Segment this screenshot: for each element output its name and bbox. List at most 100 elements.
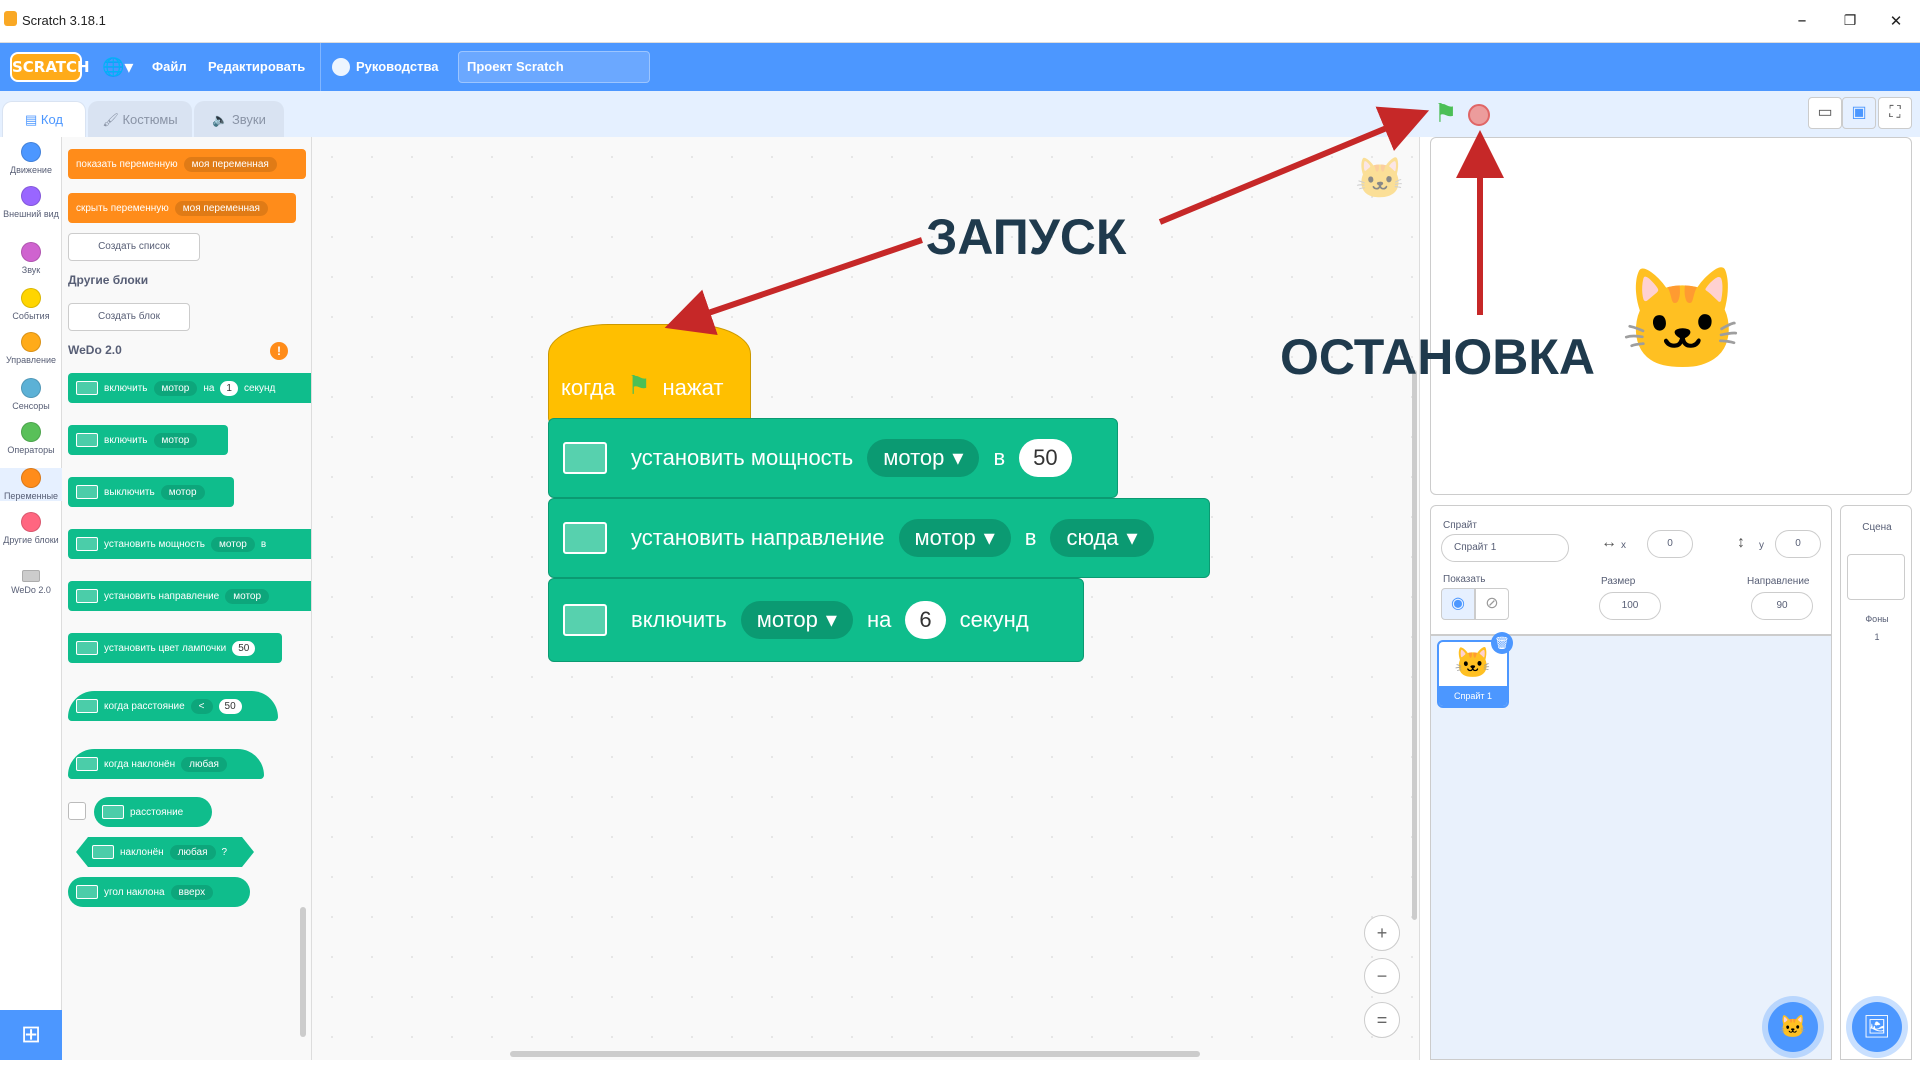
number-input[interactable]: 1 <box>220 380 238 396</box>
tab-code[interactable]: ▤ Код <box>2 101 86 137</box>
category-3[interactable]: Звук <box>0 242 62 275</box>
other-blocks-heading: Другие блоки <box>68 273 149 287</box>
project-title-input[interactable]: Проект Scratch <box>458 51 650 83</box>
category-label: WeDo 2.0 <box>11 585 51 595</box>
wedo-icon <box>76 885 98 899</box>
set-direction-block[interactable]: установить направление мотор▾ в сюда▾ <box>548 498 1210 578</box>
category-10[interactable]: WeDo 2.0 <box>0 570 62 595</box>
wedo-distance-reporter[interactable]: расстояние <box>94 797 212 827</box>
tilt-dropdown[interactable]: любая <box>181 756 227 772</box>
minimize-button[interactable]: – <box>1797 10 1807 31</box>
dropdown-value: сюда <box>1066 525 1119 550</box>
zoom-reset-button[interactable]: = <box>1364 1002 1400 1038</box>
make-list-button[interactable]: Создать список <box>68 233 200 261</box>
direction-input[interactable]: 90 <box>1751 592 1813 620</box>
language-globe-icon[interactable]: 🌐▾ <box>102 57 134 77</box>
tab-costumes[interactable]: 🖌 Костюмы <box>88 101 192 137</box>
x-input[interactable]: 0 <box>1647 530 1693 558</box>
delete-sprite-icon[interactable]: 🗑 <box>1491 632 1513 654</box>
hide-sprite-eye-icon[interactable]: ⊘ <box>1475 588 1509 620</box>
choose-sprite-button[interactable]: 🐱 <box>1768 1002 1818 1052</box>
scratch-cat-sprite[interactable]: 🐱 <box>1620 264 1745 376</box>
category-dot-icon <box>21 186 41 206</box>
block-text: на <box>203 382 215 394</box>
motor-dropdown[interactable]: мотор▾ <box>867 439 980 477</box>
motor-dropdown[interactable]: мотор <box>160 484 205 500</box>
category-1[interactable]: Движение <box>0 142 62 175</box>
tilt-dropdown[interactable]: любая <box>170 845 216 860</box>
wedo-when-distance-block[interactable]: когда расстояние<50 <box>68 691 278 721</box>
start-annotation: ЗАПУСК <box>926 209 1127 265</box>
fullscreen-button[interactable]: ⛶ <box>1878 97 1912 129</box>
variable-dropdown[interactable]: моя переменная <box>174 200 268 216</box>
direction-dropdown[interactable]: вверх <box>170 884 214 900</box>
when-flag-clicked-block[interactable]: когда ⚑ нажат <box>548 324 751 424</box>
sprite-thumbnail: 🐱 <box>1454 647 1492 680</box>
category-8[interactable]: Переменные <box>0 468 62 501</box>
workspace-hscrollbar[interactable] <box>510 1051 1200 1057</box>
motor-dropdown[interactable]: мотор <box>225 588 270 604</box>
workspace-vscrollbar[interactable] <box>1412 370 1417 920</box>
set-power-block[interactable]: установить мощность мотор▾ в 50 <box>548 418 1118 498</box>
number-input[interactable]: 50 <box>232 640 256 656</box>
motor-dropdown[interactable]: мотор▾ <box>740 601 853 639</box>
size-input[interactable]: 100 <box>1599 592 1661 620</box>
category-5[interactable]: Управление <box>0 332 62 365</box>
add-extension-button[interactable]: ⊞ <box>0 1010 62 1060</box>
category-2[interactable]: Внешний вид <box>0 186 62 219</box>
distance-monitor-checkbox[interactable] <box>68 802 86 820</box>
seconds-input[interactable]: 6 <box>905 601 946 639</box>
motor-dropdown[interactable]: мотор <box>211 536 255 552</box>
tab-sounds[interactable]: 🔈 Звуки <box>194 101 284 137</box>
choose-backdrop-button[interactable]: 🖼 <box>1852 1002 1902 1052</box>
stop-button[interactable] <box>1468 104 1490 126</box>
y-input[interactable]: 0 <box>1775 530 1821 558</box>
restore-button[interactable]: ❐ <box>1843 13 1857 29</box>
close-button[interactable]: ✕ <box>1889 12 1903 30</box>
motor-dropdown[interactable]: мотор <box>153 432 198 448</box>
tutorials-menu[interactable]: Руководства <box>356 59 439 74</box>
code-workspace[interactable] <box>312 137 1420 1060</box>
motor-on-for-block[interactable]: включить мотор▾ на 6 секунд <box>548 578 1084 662</box>
category-7[interactable]: Операторы <box>0 422 62 455</box>
large-stage-button[interactable]: ▣ <box>1842 97 1876 129</box>
file-menu[interactable]: Файл <box>152 59 187 74</box>
sprite-name-input[interactable]: Спрайт 1 <box>1441 534 1569 562</box>
make-block-button[interactable]: Создать блок <box>68 303 190 331</box>
show-sprite-eye-icon[interactable]: ◉ <box>1441 588 1475 620</box>
scratch-logo[interactable]: SCRATCH <box>10 52 90 82</box>
stage-canvas[interactable] <box>1430 137 1912 495</box>
palette-scrollbar[interactable] <box>300 907 306 1037</box>
zoom-out-button[interactable]: − <box>1364 958 1400 994</box>
small-stage-button[interactable]: ▭ <box>1808 97 1842 129</box>
variable-dropdown[interactable]: моя переменная <box>183 156 277 172</box>
block-text: в <box>260 538 267 550</box>
number-input[interactable]: 50 <box>218 698 242 714</box>
app-icon <box>4 11 17 26</box>
direction-dropdown[interactable]: сюда▾ <box>1050 519 1154 557</box>
zoom-in-button[interactable]: + <box>1364 915 1400 951</box>
edit-menu[interactable]: Редактировать <box>208 59 306 74</box>
category-6[interactable]: Сенсоры <box>0 378 62 411</box>
operator-dropdown[interactable]: < <box>190 698 213 714</box>
stage-thumbnail[interactable] <box>1847 554 1905 600</box>
power-input[interactable]: 50 <box>1019 439 1072 477</box>
motor-dropdown[interactable]: мотор▾ <box>898 519 1011 557</box>
green-flag-button[interactable]: ⚑ <box>1434 98 1458 128</box>
warning-icon[interactable]: ! <box>270 342 288 360</box>
category-4[interactable]: События <box>0 288 62 321</box>
window-title: Scratch 3.18.1 <box>22 13 106 28</box>
motor-dropdown[interactable]: мотор <box>153 380 198 396</box>
category-9[interactable]: Другие блоки <box>0 512 62 545</box>
